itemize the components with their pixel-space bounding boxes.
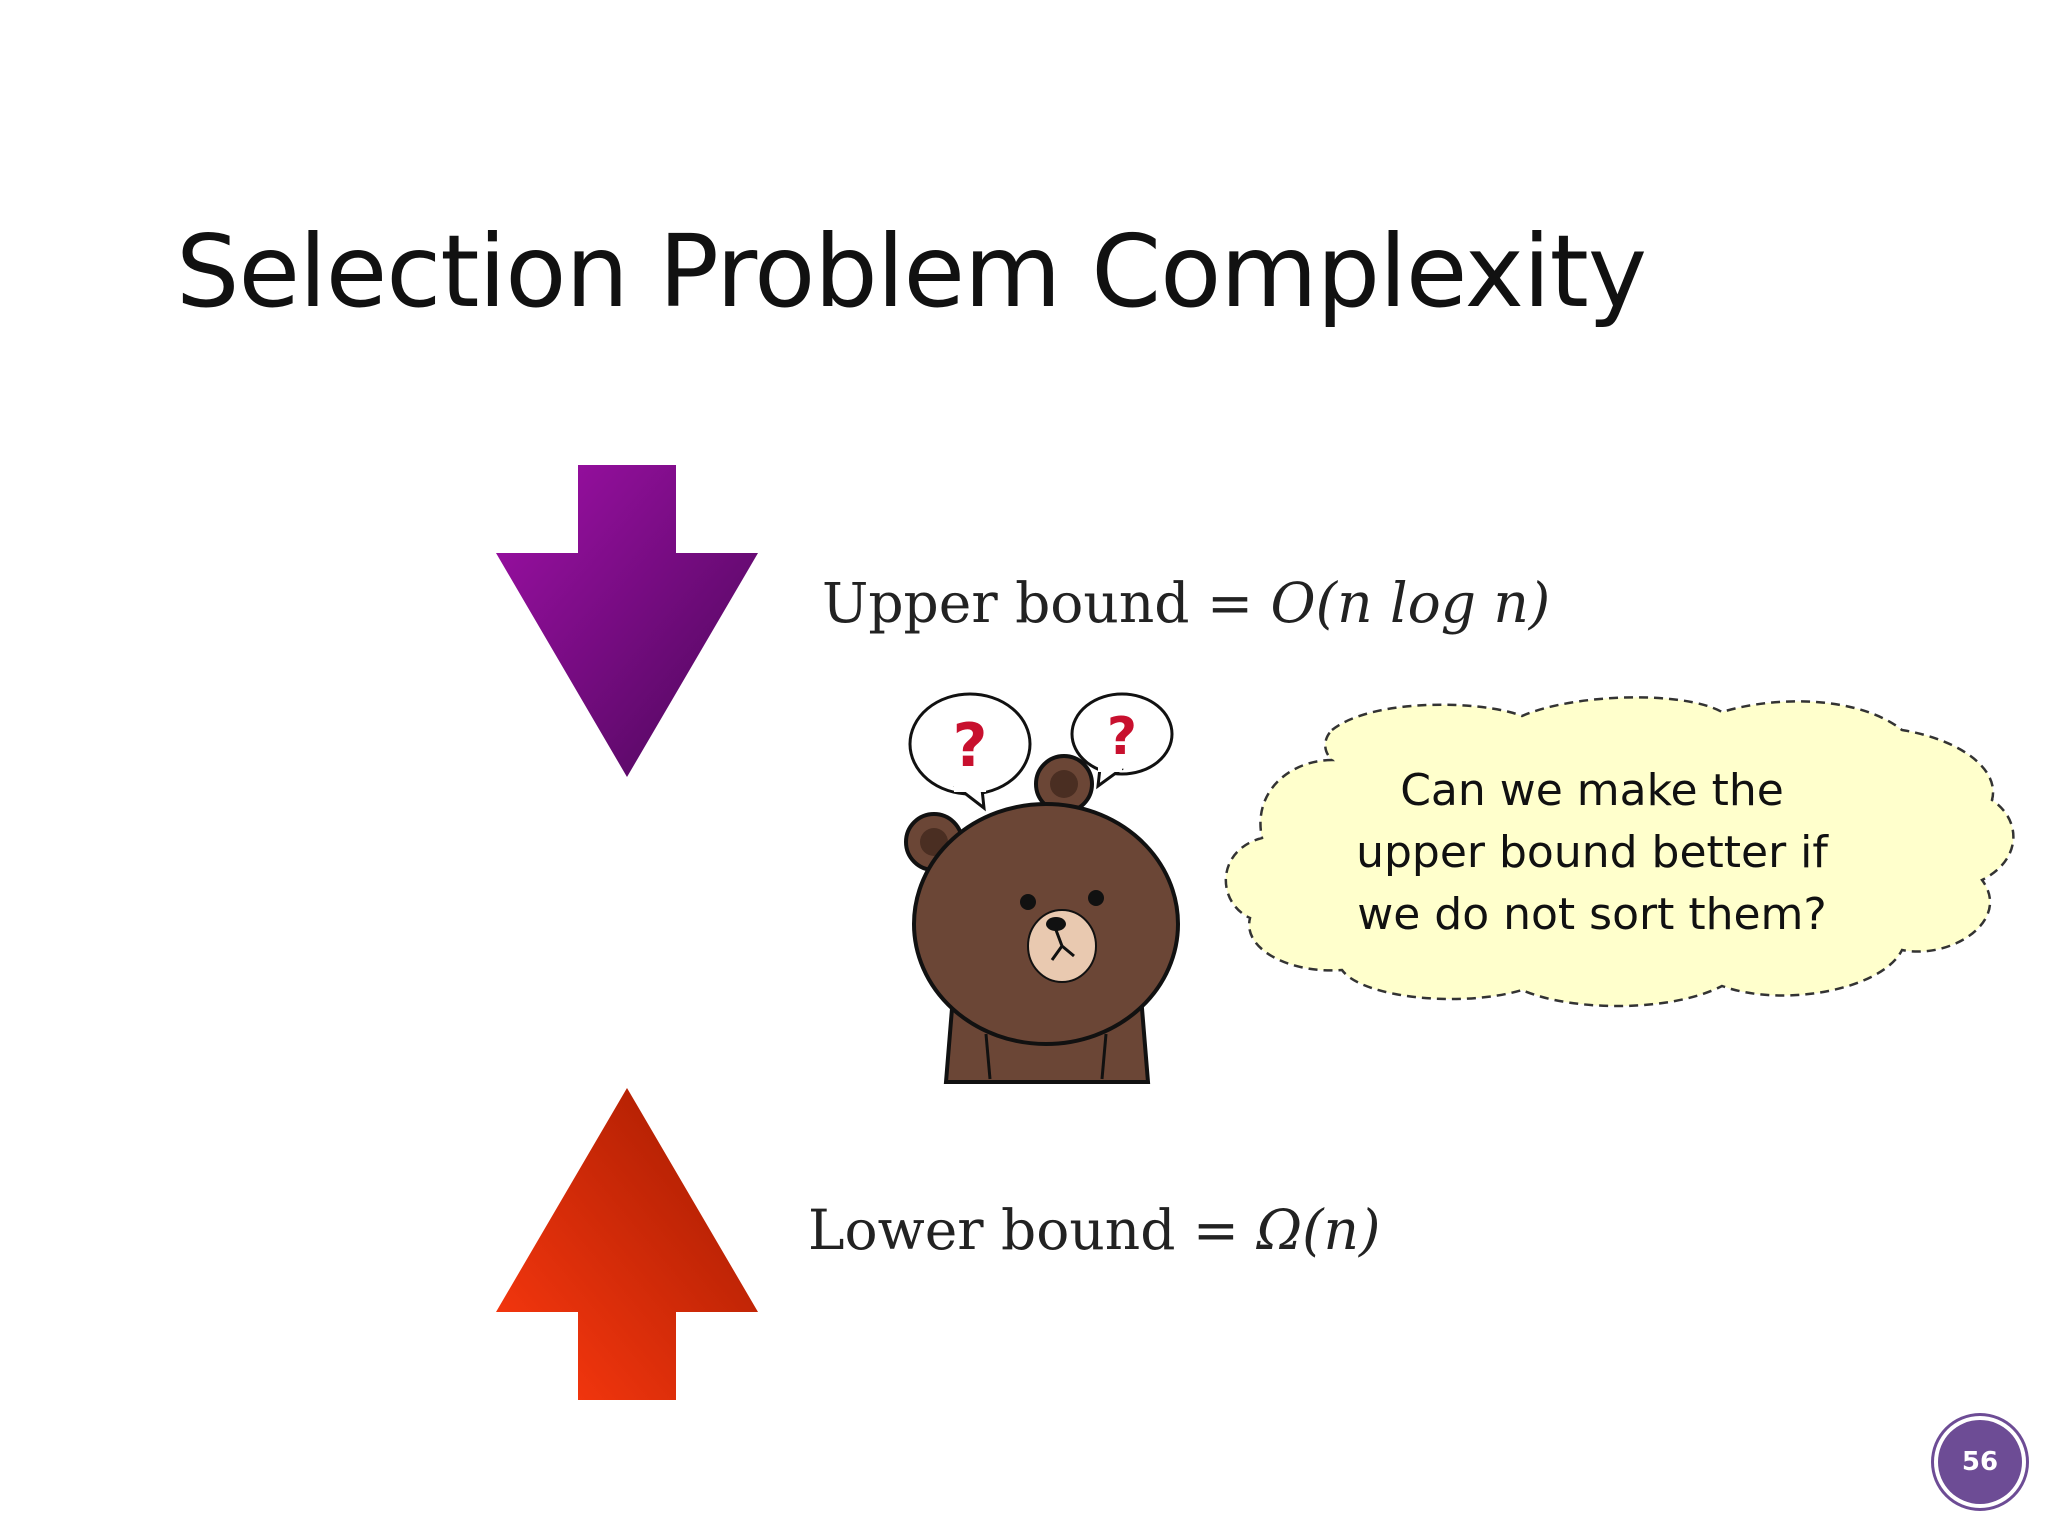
upper-bound-label: Upper bound	[822, 571, 1190, 635]
lower-bound-equals: =	[1192, 1198, 1239, 1262]
thought-cloud	[1224, 696, 2015, 1008]
upper-bound-expression: Upper bound = O(n log n)	[822, 576, 1550, 631]
thought-line-1: Can we make the	[1400, 765, 1784, 816]
lower-bound-expression: Lower bound = Ω(n)	[808, 1203, 1380, 1258]
slide-title: Selection Problem Complexity	[176, 213, 1647, 330]
page-number: 56	[1961, 1447, 1999, 1477]
svg-text:?: ?	[953, 711, 988, 781]
page-number-badge: 56	[1938, 1420, 2022, 1504]
upper-bound-value: O(n log n)	[1270, 571, 1551, 635]
thought-line-2: upper bound better if	[1356, 827, 1828, 878]
lower-bound-value: Ω(n)	[1256, 1198, 1381, 1262]
confused-bear-illustration: ? ?	[904, 692, 1180, 1084]
upper-bound-equals: =	[1206, 571, 1254, 635]
question-bubble-left: ?	[908, 692, 1032, 812]
question-bubble-right: ?	[1070, 692, 1174, 790]
svg-text:?: ?	[1107, 707, 1137, 767]
lower-bound-label: Lower bound	[808, 1198, 1176, 1262]
thought-line-3: we do not sort them?	[1357, 889, 1827, 940]
thought-cloud-text: Can we make the upper bound better if we…	[1322, 760, 1862, 946]
down-arrow-icon	[496, 465, 758, 777]
up-arrow-icon	[496, 1088, 758, 1400]
